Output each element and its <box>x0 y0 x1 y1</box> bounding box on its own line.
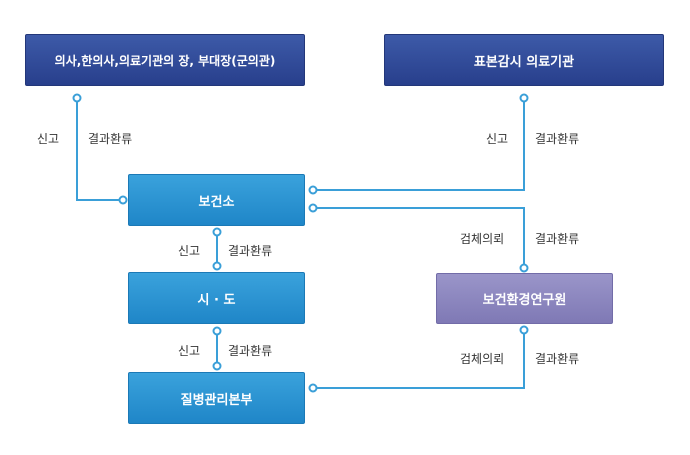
node-doctors: 의사,한의사,의료기관의 장, 부대장(군의관) <box>25 34 305 86</box>
node-kcdc-label: 질병관리본부 <box>180 392 253 408</box>
connector-node <box>308 185 318 195</box>
node-city-province-label: 시 · 도 <box>197 292 236 308</box>
connector-node <box>212 326 222 336</box>
connector-node <box>212 261 222 271</box>
node-city-province: 시 · 도 <box>128 272 305 324</box>
connector-node <box>212 227 222 237</box>
label-report: 신고 <box>178 244 201 258</box>
connector-node <box>519 263 529 273</box>
connector-node <box>72 93 82 103</box>
node-research-institute: 보건환경연구원 <box>436 273 613 324</box>
connector-node <box>212 361 222 371</box>
node-kcdc: 질병관리본부 <box>128 372 305 424</box>
label-result-feedback: 결과환류 <box>535 352 580 366</box>
node-health-center-label: 보건소 <box>198 194 235 210</box>
connector-node <box>519 325 529 335</box>
label-specimen-request: 검체의뢰 <box>460 352 505 366</box>
connector-node <box>308 203 318 213</box>
connector-node <box>118 195 128 205</box>
label-result-feedback: 결과환류 <box>535 132 580 146</box>
label-report: 신고 <box>178 344 201 358</box>
label-result-feedback: 결과환류 <box>535 232 580 246</box>
connector-node <box>519 93 529 103</box>
node-sentinel-label: 표본감시 의료기관 <box>473 54 575 70</box>
node-research-institute-label: 보건환경연구원 <box>482 293 567 308</box>
label-report: 신고 <box>486 132 509 146</box>
label-result-feedback: 결과환류 <box>228 244 273 258</box>
node-sentinel: 표본감시 의료기관 <box>384 34 664 86</box>
node-health-center: 보건소 <box>128 174 305 226</box>
connector-node <box>308 383 318 393</box>
node-doctors-label: 의사,한의사,의료기관의 장, 부대장(군의관) <box>54 53 276 68</box>
label-specimen-request: 검체의뢰 <box>460 232 505 246</box>
label-report: 신고 <box>37 132 60 146</box>
label-result-feedback: 결과환류 <box>228 344 273 358</box>
label-result-feedback: 결과환류 <box>88 132 133 146</box>
